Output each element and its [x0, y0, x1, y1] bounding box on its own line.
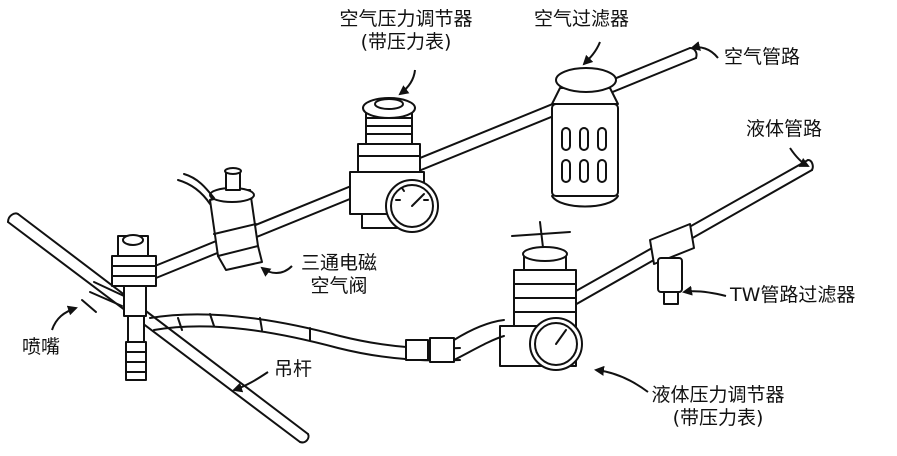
air-regulator-gauge: (带压力表) [360, 31, 452, 53]
label-boom: 吊杆 [274, 358, 313, 380]
label-air-line: 空气管路 [724, 46, 801, 68]
liquid-regulator-gauge: (带压力表) [672, 407, 764, 429]
label-air-regulator: 空气压力调节器 (带压力表) [300, 8, 512, 54]
arrow-nozzle [51, 305, 78, 331]
arrow-air-line [690, 41, 719, 59]
solenoid-line2: 空气阀 [310, 275, 368, 297]
arrow-solenoid [260, 265, 293, 277]
label-air-filter: 空气过滤器 [534, 8, 630, 30]
air-regulator [349, 97, 439, 233]
solenoid-line1: 三通电磁 [300, 252, 377, 274]
label-liquid-regulator: 液体压力调节器 (带压力表) [628, 384, 808, 430]
boom-bar [7, 212, 310, 444]
arrow-liquid-regulator [594, 365, 649, 393]
label-solenoid-valve: 三通电磁 空气阀 [284, 252, 394, 298]
arrow-air-filter [582, 41, 601, 66]
label-liquid-line: 液体管路 [746, 118, 823, 140]
air-regulator-title: 空气压力调节器 [339, 8, 473, 30]
arrow-tw-filter [682, 285, 727, 297]
tw-line-filter [649, 223, 695, 305]
arrow-air-regulator [398, 69, 416, 96]
solenoid-valve [177, 167, 263, 271]
leader-arrows [51, 41, 810, 393]
arrow-liquid-line [789, 147, 810, 167]
label-tw-filter: TW管路过滤器 [730, 284, 856, 306]
label-nozzle: 喷嘴 [22, 336, 61, 358]
liquid-hose [149, 313, 505, 363]
air-filter [551, 67, 619, 208]
arrow-boom [232, 371, 269, 393]
nozzle-assembly [81, 234, 157, 381]
liquid-regulator [499, 221, 583, 371]
liquid-regulator-title: 液体压力调节器 [651, 384, 785, 406]
